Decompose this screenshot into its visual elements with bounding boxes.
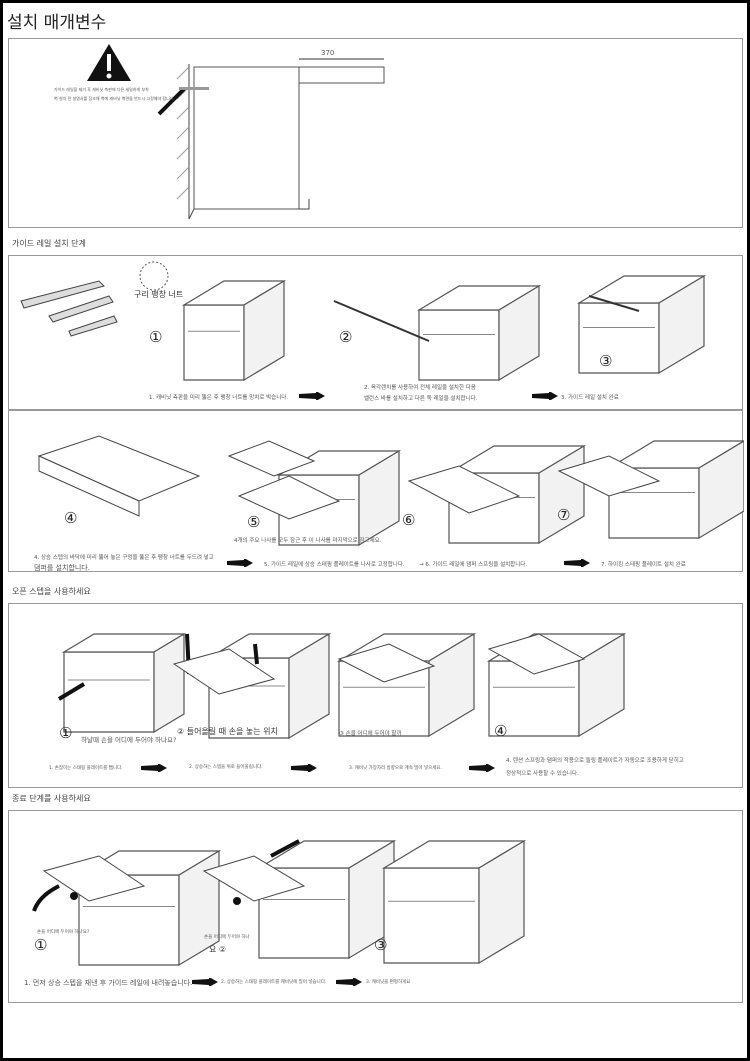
step-number: ⑥ — [402, 511, 416, 529]
arrow-right-icon — [227, 559, 253, 567]
question-text: 하냘때 손을 어디에 두어야 하나요? — [81, 736, 177, 744]
step-text: 3. 가이드 레일 설치 완료 — [561, 395, 619, 401]
cabinet-icon — [576, 274, 707, 375]
section-heading: 가이드 레일 설치 단계 — [12, 239, 86, 248]
dimension-label: 370 — [321, 49, 335, 57]
step-number: ④ — [494, 722, 508, 740]
step-text: 4. 텐션 스프링과 댐퍼의 작용으로 들링 플레이트가 자동으로 조용하게 닫… — [506, 758, 684, 764]
step-number: ① — [59, 724, 73, 742]
step-text: 3. 캐비닛을 편평하게요 — [366, 980, 411, 985]
step-number: ⑦ — [557, 506, 571, 524]
step-text: 1. 캐비닛 측판을 미리 뚫은 후 팽창 너트를 망치로 박습니다. — [149, 395, 289, 401]
question-text: ③ 손을 어디에 두어야 할까 — [339, 731, 402, 737]
question-text: ② 들어올릴 때 손을 놓는 위치 — [177, 727, 278, 736]
question-text: 손을 어디에 두어야 하나 — [204, 935, 250, 940]
step-number: ③ — [374, 936, 388, 954]
question-text: 손을 어디에 두어야 하나요? — [37, 930, 90, 935]
step-text: 2. 상승하는 스텝을 위로 들어올립니다. — [189, 765, 263, 770]
step-text: 3. 캐비닛 가장자리 방향으로 계속 밀어 넣으세요. — [349, 766, 442, 771]
part-label: 구리 팽창 너트 — [134, 290, 184, 299]
step-text: 2. 육각렌치를 사용하여 전체 레일을 설치한 다음 — [364, 385, 476, 391]
page-title: 설치 매개변수 — [7, 13, 107, 33]
cabinet-icon — [381, 839, 527, 965]
note-text: 4개의 주요 나사를 모두 잠근 후 이 나사를 마지막으로 잠그세요. — [234, 538, 382, 544]
guide-rail-panel: 구리 팽창 너트 ① ② ③ 1. 캐비닛 측판을 미리 뚫은 후 팽창 너트를… — [8, 255, 743, 410]
rail-parts — [20, 261, 640, 342]
step-text: 2. 상승하는 스태핑 플레이트를 캐비닛에 밀어 넣습니다. — [221, 980, 327, 985]
arrow-icon — [157, 87, 186, 116]
arrow-right-icon — [336, 978, 362, 986]
step-number: ① — [34, 936, 48, 954]
arrow-right-icon — [192, 978, 218, 986]
step-text: 정상적으로 사용할 수 있습니다. — [506, 771, 579, 777]
section-heading: 종료 단계를 사용하세요 — [12, 794, 91, 803]
install-parameters-panel: 370 가이드 레일을 제거 후 캐비닛 측판에 다른 세밀하게 부착 벽 설치… — [8, 38, 743, 228]
cabinet-icon — [416, 284, 542, 382]
step-text: 7. 하이킹 스태핑 플레이트 설치 완료 — [601, 562, 686, 568]
step-text: 밸런스 바를 설치하고 다른 쪽 레일을 설치합니다. — [364, 396, 478, 402]
open-step-panel: ① 하냘때 손을 어디에 두어야 하나요? ② 들어올릴 때 손을 놓는 위치 … — [8, 603, 743, 788]
arrow-right-icon — [564, 559, 590, 567]
step-text: 댐퍼를 설치합니다. — [34, 564, 90, 572]
step-text: 1. 먼저 상승 스텝을 재낸 후 가이드 레일에 내려놓습니다. — [24, 979, 193, 987]
section-heading: 오픈 스텝을 사용하세요 — [12, 587, 91, 596]
step-text: → 6. 가이드 레일에 댐퍼 스프링을 설치합니다. — [419, 562, 528, 568]
step-number: 요 ② — [209, 945, 227, 954]
step-plates — [37, 435, 661, 520]
arrow-right-icon — [469, 764, 495, 772]
cabinet-icon — [76, 849, 222, 967]
cabinet-icon — [276, 449, 402, 547]
cabinet-icon — [181, 279, 287, 382]
arrow-right-icon — [291, 764, 317, 772]
rising-step-panel: ④ ⑤ ⑥ ⑦ 4개의 주요 나사를 모두 잠근 후 이 나사를 마지막으로 잠… — [8, 410, 744, 572]
step-text: 4. 상승 스텝의 바닥에 미리 뚫어 놓은 구멍을 뚫은 후 팽창 너트를 두… — [34, 555, 214, 561]
close-step-panel: 손을 어디에 두어야 하나요? 손을 어디에 두어야 하나 ① 요 ② ③ 1.… — [8, 810, 743, 1003]
install-diagram — [87, 44, 385, 220]
warning-text: 가이드 레일을 제거 후 캐비닛 측판에 다른 세밀하게 부착 — [54, 87, 149, 92]
cabinet-drawings — [181, 274, 707, 382]
step-number: ④ — [64, 509, 78, 527]
arrow-right-icon — [141, 764, 167, 772]
cabinet-drawings — [76, 839, 527, 967]
step-number: ① — [149, 328, 163, 346]
step-number: ③ — [599, 352, 613, 370]
open-arrows — [57, 633, 586, 701]
step-number: ② — [339, 328, 353, 346]
step-text: 5. 가이드 레일에 상승 스태핑 플레이트를 나사로 고정합니다. — [264, 562, 405, 568]
cabinet-icon — [336, 632, 477, 738]
arrow-right-icon — [532, 392, 558, 400]
cabinet-icon — [61, 632, 187, 734]
step-number: ⑤ — [247, 513, 261, 531]
step-text: 1. 손잡이는 스태핑 플레이트를 뺍니다. — [49, 766, 123, 771]
arrow-right-icon — [299, 392, 325, 400]
warning-text: 벽 설치 전 설명서를 참조해 벽에 캐비닛 벽면을 반드시 고정해야 합니다. — [54, 96, 175, 101]
close-arrows — [32, 839, 306, 912]
